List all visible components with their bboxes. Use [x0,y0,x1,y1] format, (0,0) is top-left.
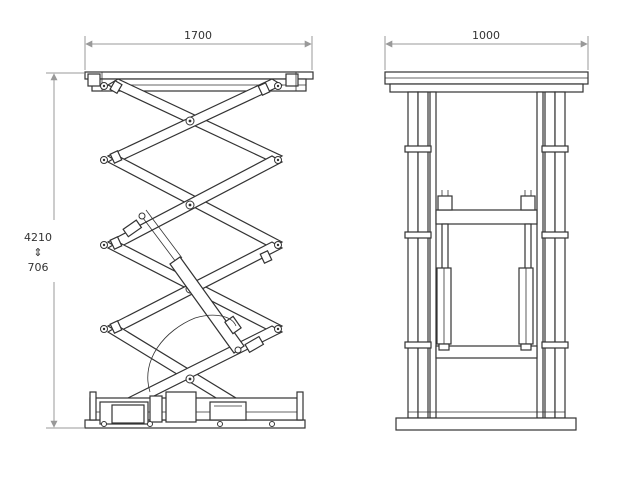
side-view: 1700 4210 ⇕ 706 [24,29,314,429]
pivot-pins [100,82,282,384]
max-height-label: 4210 [24,231,52,244]
front-columns [404,91,569,419]
front-cylinder-frame [435,190,538,359]
base-frame [84,391,306,429]
front-width-label: 1000 [472,29,500,42]
side-width-label: 1700 [184,29,212,42]
hydraulic-cylinder [122,209,265,354]
front-top-platform [384,71,589,93]
front-width-dimension: 1000 [384,29,589,70]
min-height-label: 706 [28,261,49,274]
hydraulic-hose [147,314,237,393]
side-width-dimension: 1700 [84,29,313,70]
height-dimension: 4210 ⇕ 706 [24,72,84,429]
front-base [395,411,577,431]
front-view: 1000 [384,29,589,431]
scissor-arms [106,78,284,427]
height-range-arrow: ⇕ [33,246,42,259]
